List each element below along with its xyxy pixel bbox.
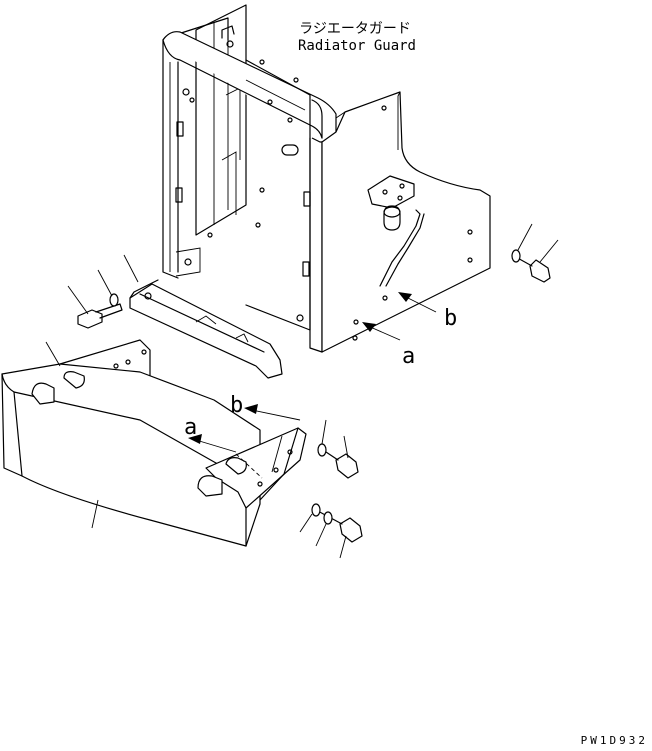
channel-bracket <box>129 279 283 379</box>
radiator-guard-frame <box>162 4 491 353</box>
direction-arrows <box>188 292 437 479</box>
leader-lines <box>45 223 559 559</box>
counterweight <box>1 339 307 547</box>
left-washer <box>109 293 119 307</box>
lower-washer-1 <box>317 443 327 457</box>
label-b-upper: b <box>444 306 457 331</box>
label-a-lower: a <box>184 415 197 440</box>
title-japanese: ラジエータガード <box>299 21 411 37</box>
lower-washer-3 <box>323 511 333 525</box>
label-a-upper: a <box>402 344 415 369</box>
lower-bolt-1 <box>335 453 359 479</box>
lower-bolt-2 <box>339 517 363 543</box>
drawing-code: PW1D932 <box>581 734 648 747</box>
right-washer-upper <box>511 249 521 263</box>
right-bolt-upper <box>529 259 551 283</box>
label-b-lower: b <box>230 393 243 418</box>
left-bolt <box>77 309 103 329</box>
lower-washer-2 <box>311 503 321 517</box>
title-english: Radiator Guard <box>298 38 416 54</box>
fasteners <box>77 249 551 543</box>
